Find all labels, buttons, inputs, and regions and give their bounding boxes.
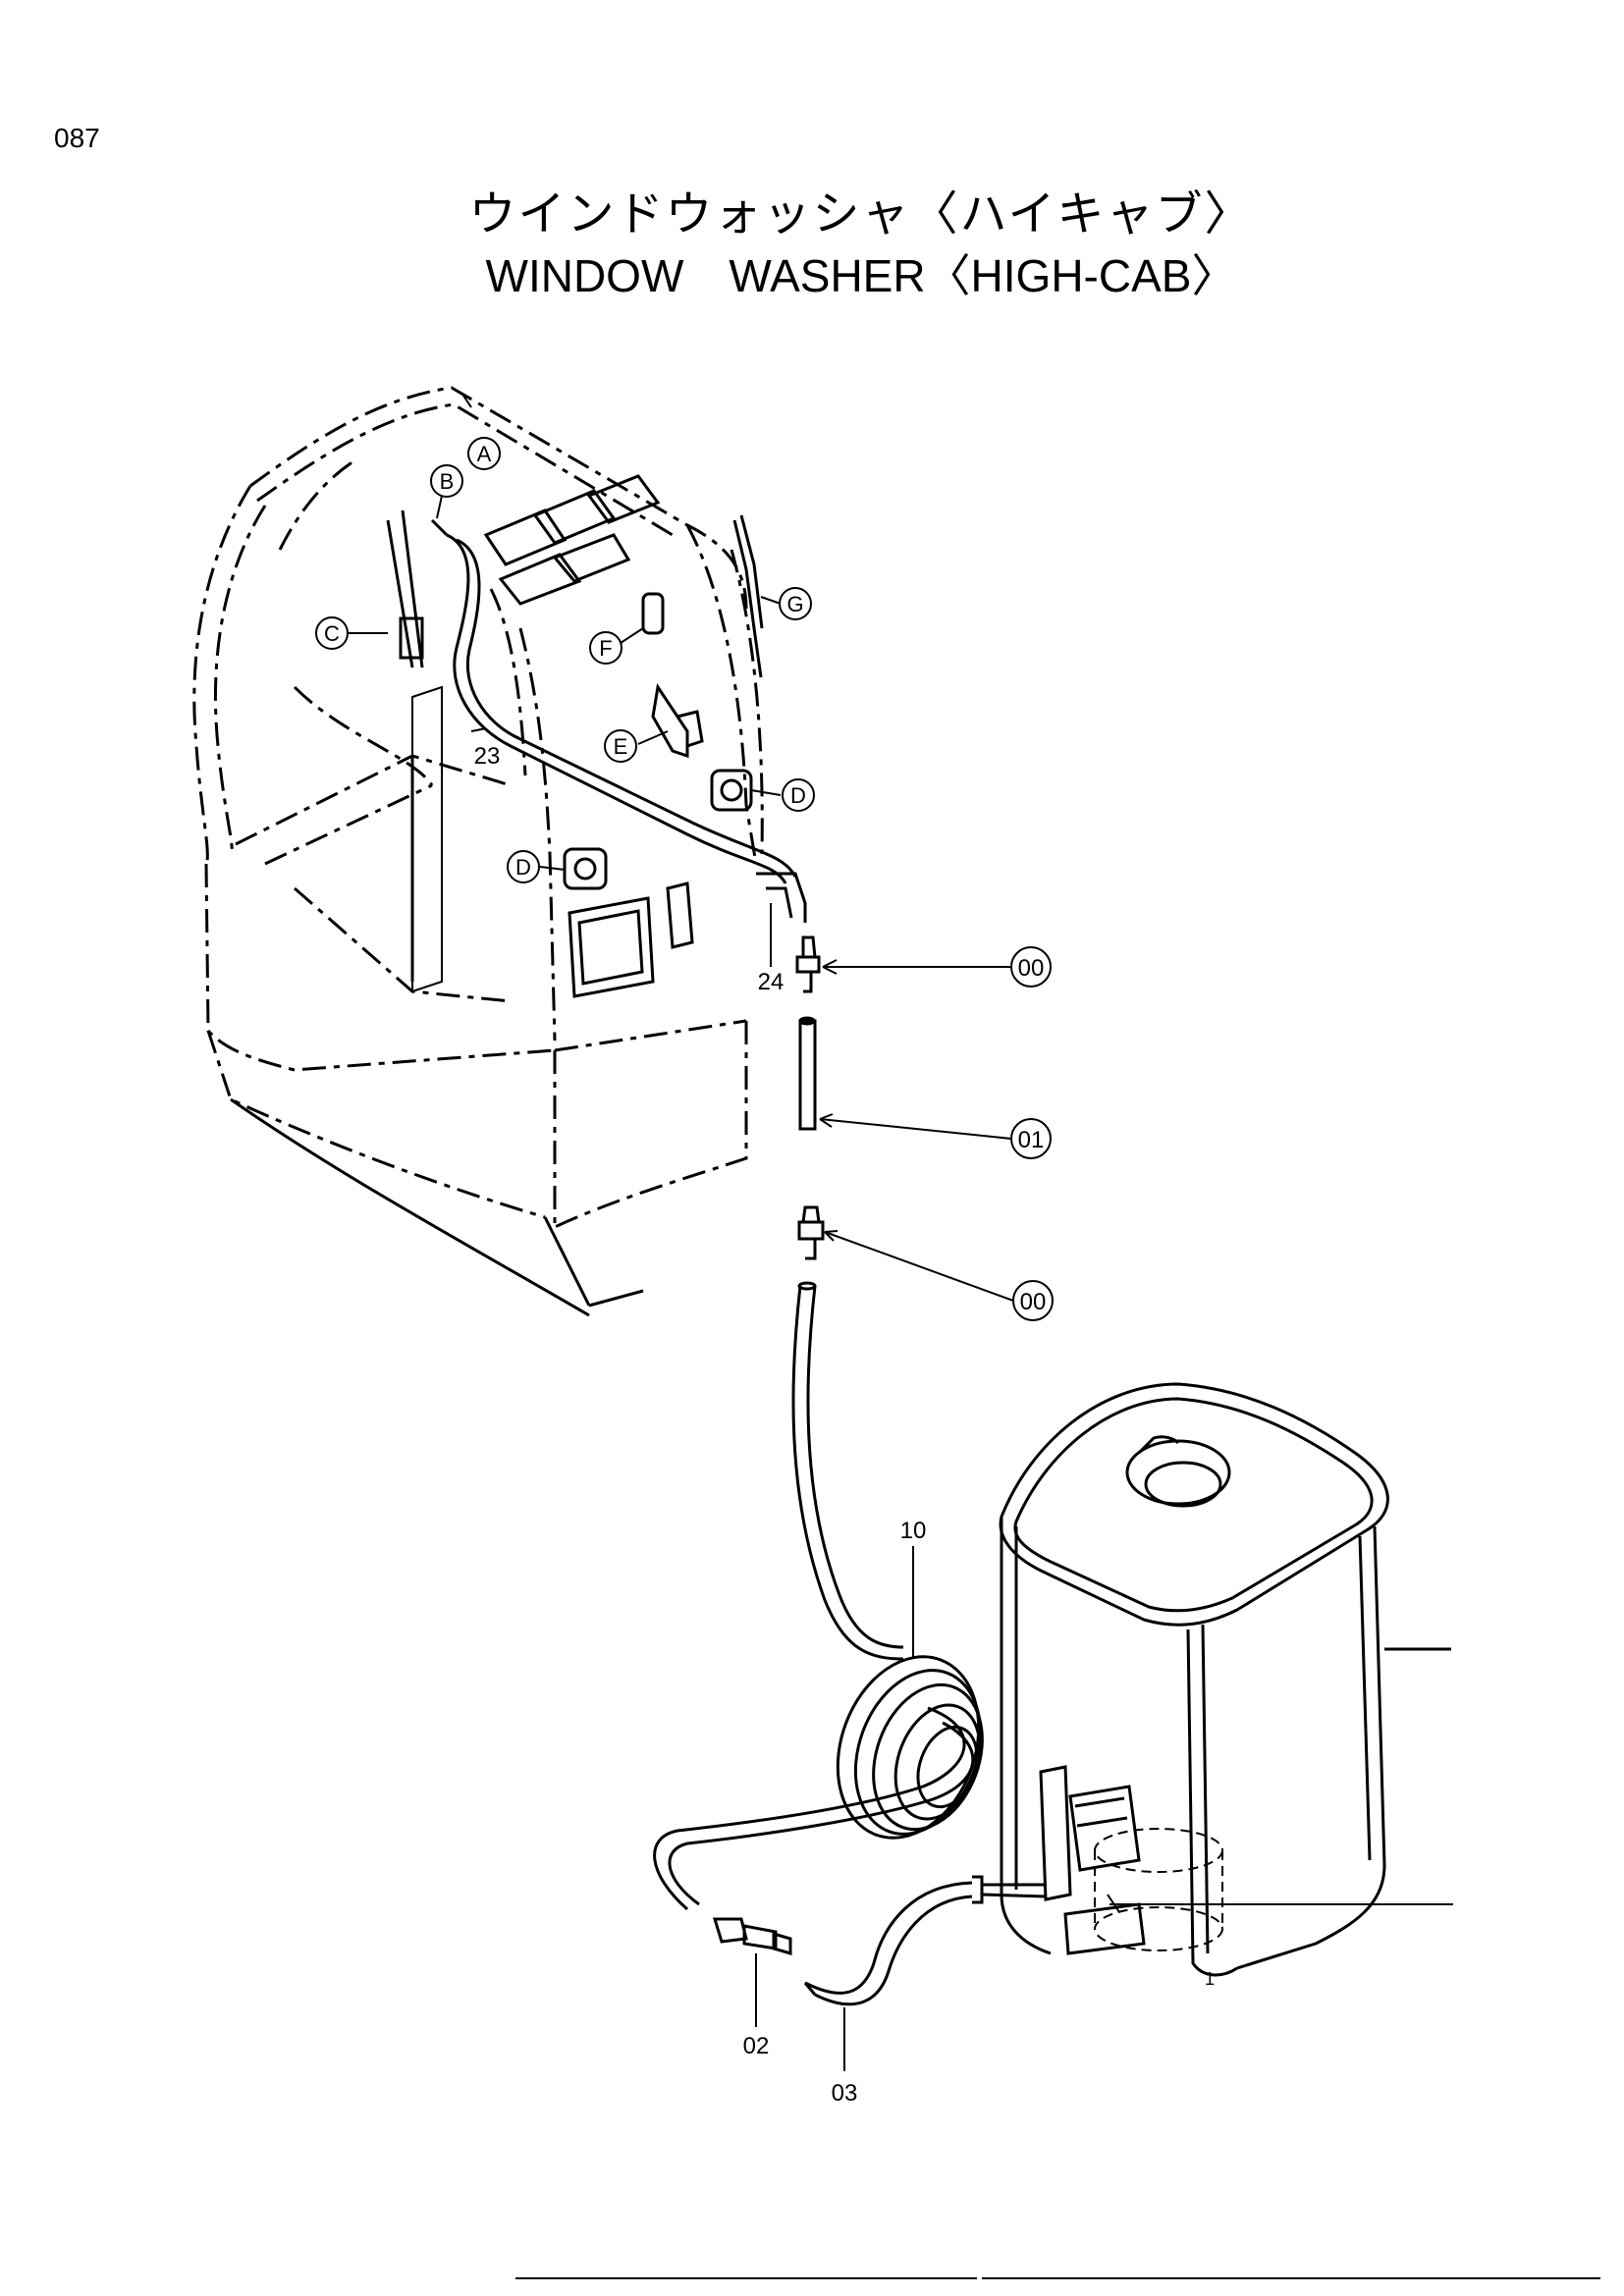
- svg-text:C: C: [324, 621, 340, 646]
- svg-text:B: B: [440, 469, 455, 494]
- hose-fittings: [653, 935, 984, 2006]
- part-number-10: 10: [900, 1518, 927, 1544]
- part-callout-01: 01: [1010, 1118, 1052, 1159]
- part-number-23: 23: [474, 743, 501, 770]
- part-number-02: 02: [743, 2033, 770, 2059]
- part-number-24: 24: [758, 969, 785, 995]
- cab-outline: [192, 386, 764, 1317]
- detail-label-b: B: [430, 464, 463, 498]
- svg-text:D: D: [790, 783, 806, 808]
- svg-text:F: F: [599, 636, 612, 661]
- svg-text:G: G: [786, 592, 803, 616]
- svg-text:E: E: [614, 734, 628, 759]
- svg-text:00: 00: [1020, 1289, 1047, 1315]
- detail-label-d-right: D: [782, 778, 815, 812]
- svg-text:00: 00: [1018, 955, 1045, 982]
- svg-text:A: A: [477, 442, 492, 466]
- detail-label-g: G: [779, 587, 812, 620]
- detail-label-c: C: [315, 616, 349, 650]
- svg-text:01: 01: [1018, 1127, 1045, 1153]
- detail-label-a: A: [467, 437, 501, 470]
- detail-label-e: E: [604, 729, 637, 763]
- page-title-japanese: ウインドウォッシャ〈ハイキャブ〉: [468, 187, 1254, 241]
- page-number: 087: [54, 123, 100, 153]
- detail-label-f: F: [589, 631, 623, 665]
- part-number-03: 03: [832, 2080, 858, 2107]
- svg-text:D: D: [515, 855, 531, 880]
- washer-tank: [981, 1382, 1453, 1977]
- cab-components: [386, 509, 807, 923]
- part-callout-00-top: 00: [1010, 946, 1052, 988]
- page-title-english: WINDOW WASHER〈HIGH-CAB〉: [485, 250, 1237, 301]
- callout-leaders: [349, 392, 1014, 2071]
- detail-label-d-left: D: [507, 850, 540, 883]
- part-number-1: 1: [1205, 1969, 1215, 1989]
- footer-rule-right: [982, 2277, 1600, 2279]
- footer-rule-left: [515, 2277, 977, 2279]
- part-callout-00-bottom: 00: [1012, 1280, 1054, 1321]
